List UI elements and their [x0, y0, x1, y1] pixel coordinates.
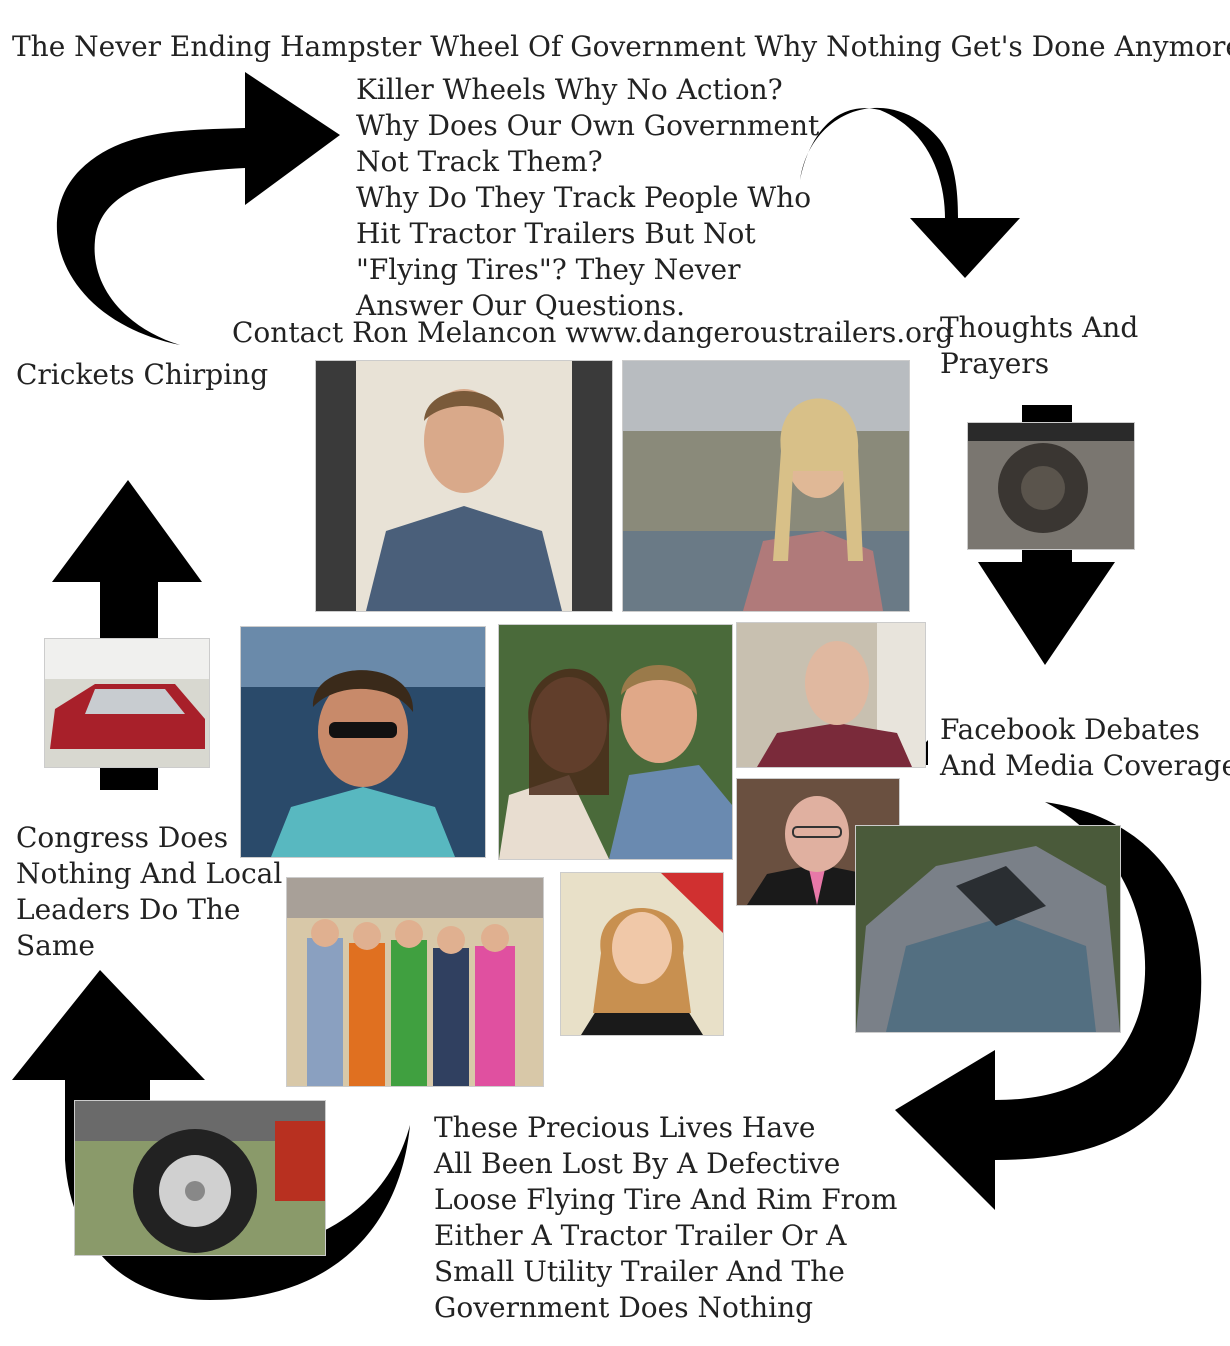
photo-bald-man: [736, 622, 926, 768]
label-line: Thoughts And: [940, 311, 1139, 344]
label-congress-does-nothing: Congress Does Nothing And Local Leaders …: [16, 820, 282, 964]
label-line: Prayers: [940, 347, 1050, 380]
photo-officer-portrait: [315, 360, 613, 612]
lives-line: Small Utility Trailer And The: [434, 1255, 845, 1288]
curved-arrow-bottom-right: [895, 802, 1202, 1210]
photo-wrecked-vehicle: [855, 825, 1121, 1033]
photo-family-group: [286, 877, 544, 1087]
lives-line: Government Does Nothing: [434, 1291, 814, 1324]
photo-young-woman-canyon: [622, 360, 910, 612]
question-line: Answer Our Questions.: [356, 289, 686, 322]
curved-arrow-top-left: [56, 72, 340, 345]
question-line: Killer Wheels Why No Action?: [356, 73, 783, 106]
question-line: Not Track Them?: [356, 145, 603, 178]
question-line: Hit Tractor Trailers But Not: [356, 217, 756, 250]
label-thoughts-and-prayers: Thoughts And Prayers: [940, 310, 1138, 382]
label-line: Facebook Debates: [940, 713, 1200, 746]
lives-line: Loose Flying Tire And Rim From: [434, 1183, 898, 1216]
label-facebook-debates: Facebook Debates And Media Coverage: [940, 712, 1230, 784]
photo-trailer-tire: [74, 1100, 326, 1256]
label-line: Leaders Do The: [16, 893, 241, 926]
question-line: "Flying Tires"? They Never: [356, 253, 741, 286]
lives-line: Either A Tractor Trailer Or A: [434, 1219, 847, 1252]
label-line: Nothing And Local: [16, 857, 283, 890]
lives-line: These Precious Lives Have: [434, 1111, 816, 1144]
lives-lost-text: These Precious Lives Have All Been Lost …: [434, 1110, 897, 1326]
label-line: Congress Does: [16, 821, 229, 854]
center-question-text: Killer Wheels Why No Action? Why Does Ou…: [356, 72, 819, 324]
lives-line: All Been Lost By A Defective: [434, 1147, 841, 1180]
label-crickets-chirping: Crickets Chirping: [16, 358, 269, 391]
arrow-up-left: [52, 480, 202, 790]
photo-wheel-hub: [967, 422, 1135, 550]
contact-line: Contact Ron Melancon www.dangeroustraile…: [232, 316, 954, 349]
page-title: The Never Ending Hampster Wheel Of Gover…: [12, 30, 1230, 63]
label-line: And Media Coverage: [940, 749, 1230, 782]
curved-arrow-top-right: [800, 107, 1020, 279]
photo-couple: [498, 624, 733, 860]
photo-smiling-woman: [560, 872, 724, 1036]
label-line: Same: [16, 929, 95, 962]
question-line: Why Does Our Own Government: [356, 109, 820, 142]
question-line: Why Do They Track People Who: [356, 181, 812, 214]
photo-man-sunglasses-ocean: [240, 626, 486, 858]
photo-damaged-red-car: [44, 638, 210, 768]
